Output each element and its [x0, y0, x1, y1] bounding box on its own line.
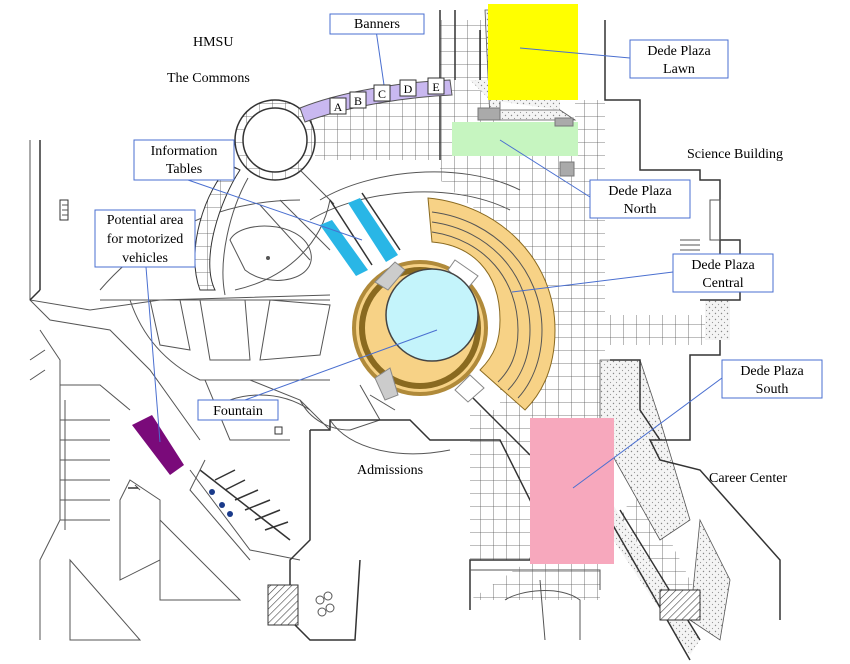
dede-plaza-central-zone — [427, 197, 556, 411]
banner-b: B — [349, 91, 367, 109]
admissions-label: Admissions — [357, 463, 423, 478]
svg-text:vehicles: vehicles — [122, 251, 168, 266]
commons-label: The Commons — [167, 71, 250, 86]
commons-tower — [194, 99, 335, 296]
dede-plaza-central-callout: Dede Plaza Central — [672, 253, 774, 293]
svg-text:Central: Central — [702, 276, 743, 291]
svg-text:Lawn: Lawn — [663, 62, 695, 77]
leader-lines — [145, 29, 727, 489]
svg-text:C: C — [378, 87, 386, 101]
svg-text:South: South — [756, 382, 789, 397]
banner-c: C — [373, 84, 391, 102]
svg-text:Potential area: Potential area — [107, 213, 184, 228]
svg-text:for motorized: for motorized — [107, 232, 184, 247]
svg-text:D: D — [404, 82, 413, 96]
svg-text:North: North — [624, 202, 657, 217]
banner-d: D — [399, 79, 417, 97]
dede-plaza-lawn-callout: Dede Plaza Lawn — [629, 39, 729, 79]
banners-callout: Banners — [329, 13, 425, 35]
svg-text:Fountain: Fountain — [213, 404, 263, 419]
svg-text:A: A — [334, 100, 343, 114]
svg-text:Dede Plaza: Dede Plaza — [647, 44, 711, 59]
science-building-label: Science Building — [687, 147, 783, 162]
svg-text:Dede Plaza: Dede Plaza — [691, 258, 755, 273]
banner-a: A — [329, 97, 347, 115]
fountain-ring — [352, 259, 488, 403]
svg-text:Dede Plaza: Dede Plaza — [740, 364, 804, 379]
banner-letters: A B C D E — [329, 77, 445, 115]
svg-text:Dede Plaza: Dede Plaza — [608, 184, 672, 199]
fountain-callout: Fountain — [197, 399, 279, 421]
svg-text:Information: Information — [151, 144, 218, 159]
information-tables-callout: Information Tables — [133, 139, 235, 181]
svg-text:E: E — [432, 80, 439, 94]
banner-e: E — [427, 77, 445, 95]
career-center-label: Career Center — [709, 471, 787, 486]
svg-text:Tables: Tables — [166, 162, 202, 177]
motorized-vehicle-zone — [132, 415, 184, 475]
motorized-vehicles-callout: Potential area for motorized vehicles — [94, 209, 196, 268]
hmsu-label: HMSU — [193, 35, 233, 50]
dede-plaza-south-callout: Dede Plaza South — [721, 359, 823, 399]
svg-text:B: B — [354, 94, 362, 108]
information-tables-zone — [348, 198, 398, 262]
dede-plaza-south-zone — [530, 418, 614, 564]
dede-plaza-north-callout: Dede Plaza North — [589, 179, 691, 219]
fountain-pool — [385, 268, 479, 362]
dede-plaza-north-zone — [452, 122, 578, 156]
svg-text:Banners: Banners — [354, 17, 400, 32]
